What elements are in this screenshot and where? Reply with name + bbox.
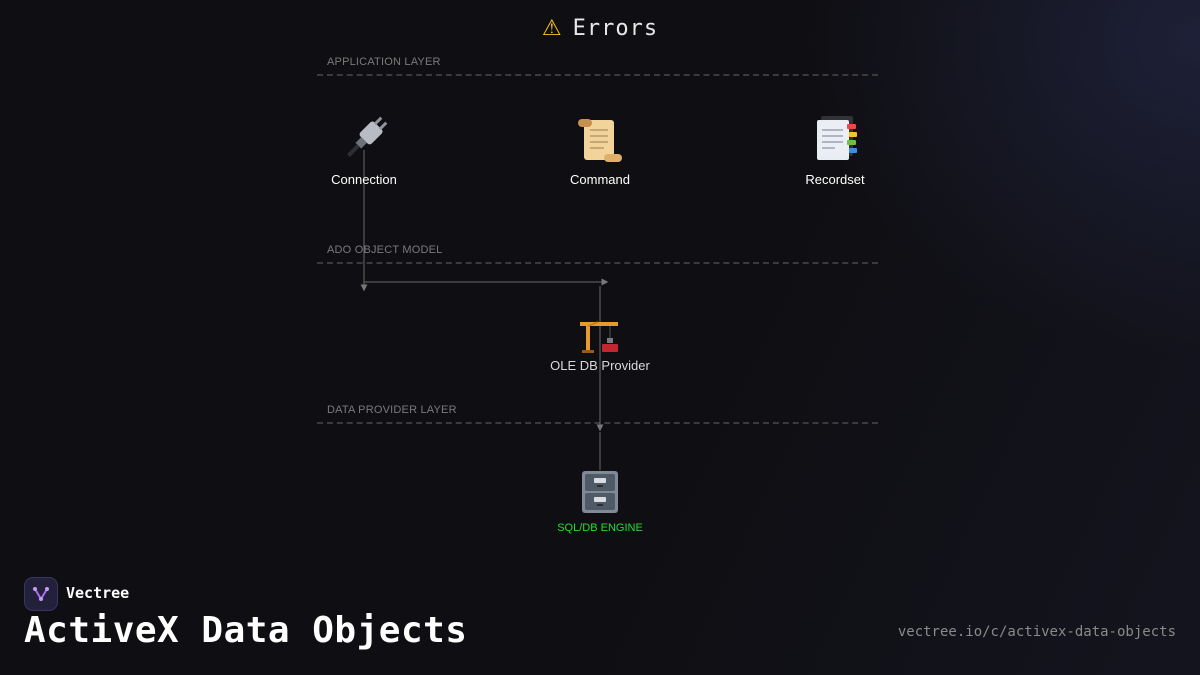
page-url[interactable]: vectree.io/c/activex-data-objects	[897, 624, 1176, 640]
brand-name: Vectree	[66, 584, 130, 602]
node-command[interactable]: Command	[530, 116, 670, 187]
plug-icon	[347, 116, 388, 157]
node-engine[interactable]: SQL/DB ENGINE	[530, 470, 670, 534]
file-cabinet-icon	[582, 471, 618, 513]
layer-label-application: APPLICATION LAYER	[327, 56, 441, 68]
layer-divider-data-provider	[317, 422, 878, 424]
layer-divider-ado	[317, 262, 878, 264]
layer-label-ado: ADO OBJECT MODEL	[327, 244, 443, 256]
node-connection[interactable]: Connection	[294, 116, 434, 187]
layer-divider-application	[317, 74, 878, 76]
warning-icon: ⚠	[541, 16, 563, 41]
provider-label: OLE DB Provider	[550, 358, 650, 373]
diagram-title: ⚠ Errors	[0, 16, 1200, 41]
page-title: ActiveX Data Objects	[24, 610, 468, 651]
connection-label: Connection	[331, 172, 397, 187]
title-text: Errors	[572, 16, 659, 41]
layer-label-data-provider: DATA PROVIDER LAYER	[327, 404, 457, 416]
engine-label: SQL/DB ENGINE	[557, 522, 643, 534]
node-provider[interactable]: OLE DB Provider	[530, 318, 670, 373]
recordset-label: Recordset	[805, 172, 865, 187]
node-recordset[interactable]: Recordset	[765, 116, 905, 187]
crane-icon	[580, 321, 618, 353]
vectree-logo-mark	[33, 587, 49, 601]
vectree-logo	[24, 577, 58, 611]
command-label: Command	[570, 172, 630, 187]
bookmark-tabs-icon	[817, 116, 857, 160]
scroll-icon	[578, 119, 622, 162]
